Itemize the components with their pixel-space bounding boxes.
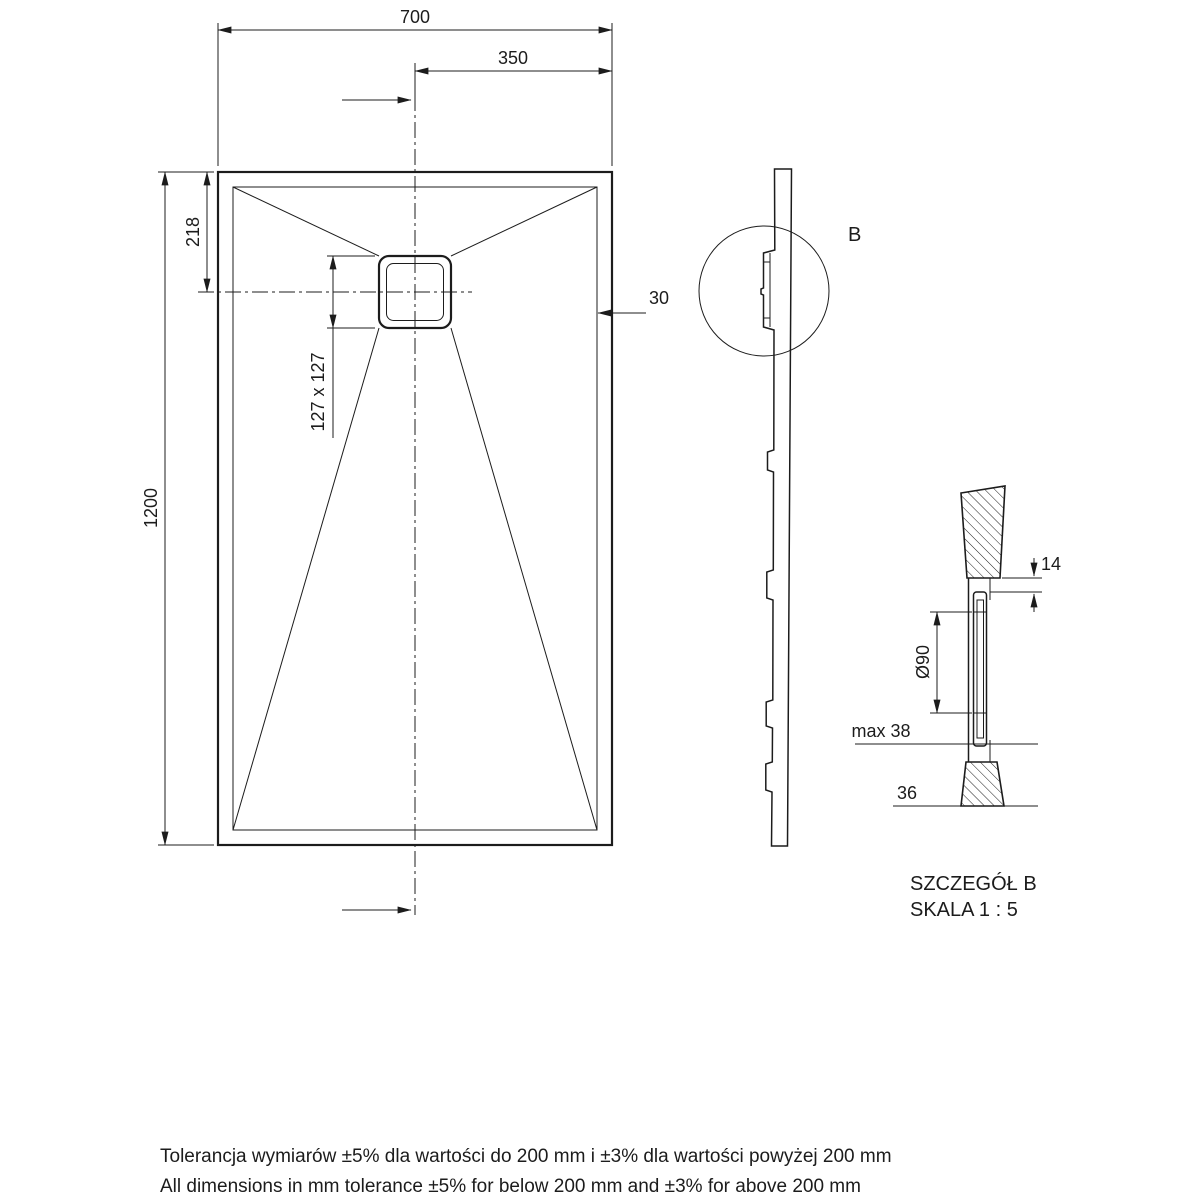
dim-drain-offset: 218 xyxy=(158,171,214,293)
slope-lines xyxy=(232,186,598,831)
detail-marker-label: B xyxy=(848,224,861,246)
drain-flange-inner xyxy=(976,599,984,739)
dim-width-label: 700 xyxy=(400,7,430,27)
detail-view: 14 Ø90 max 38 36 SZCZEGÓŁ B SKALA 1 : 5 xyxy=(851,485,1061,921)
detail-circle-b xyxy=(698,225,830,357)
slope-line xyxy=(450,186,598,257)
dim-thickness: 14 xyxy=(990,554,1061,612)
footer-notes: Tolerancja wymiarów ±5% dla wartości do … xyxy=(160,1146,892,1197)
dim-half-width-label: 350 xyxy=(498,48,528,68)
dim-drain-size-label: 127 x 127 xyxy=(308,352,328,431)
dim-drain-offset-label: 218 xyxy=(183,217,203,247)
side-view: B xyxy=(698,168,861,847)
dim-drain-diameter-label: Ø90 xyxy=(913,645,933,679)
drain-flange xyxy=(972,591,988,747)
dim-length: 1200 xyxy=(141,171,214,846)
detail-caption-scale: SKALA 1 : 5 xyxy=(910,899,1018,921)
drain-boss-detail-lines xyxy=(763,253,771,327)
dim-half-width: 350 xyxy=(414,48,613,108)
dim-base-height-label: 36 xyxy=(897,783,917,803)
tolerance-note-en: All dimensions in mm tolerance ±5% for b… xyxy=(160,1176,861,1197)
dim-rim-label: 30 xyxy=(649,288,669,308)
side-profile xyxy=(760,168,793,847)
dim-thickness-label: 14 xyxy=(1041,554,1061,574)
dim-rim: 30 xyxy=(597,288,669,317)
slope-line xyxy=(450,327,598,831)
slope-line xyxy=(232,327,380,831)
dim-length-label: 1200 xyxy=(141,488,161,528)
dim-max-height: max 38 xyxy=(851,721,1038,745)
detail-caption-title: SZCZEGÓŁ B xyxy=(910,872,1037,895)
dim-drain-size: 127 x 127 xyxy=(308,255,375,438)
slope-line xyxy=(232,186,380,257)
detail-lower-section xyxy=(960,761,1005,807)
drain-flange-section xyxy=(967,578,991,762)
dim-max-height-label: max 38 xyxy=(851,721,910,741)
tolerance-note-pl: Tolerancja wymiarów ±5% dla wartości do … xyxy=(160,1146,892,1167)
dim-width: 700 xyxy=(217,7,613,166)
dim-base-height: 36 xyxy=(893,783,1038,807)
detail-upper-section xyxy=(960,485,1006,579)
dim-drain-diameter: Ø90 xyxy=(913,611,972,714)
plan-view: 700 350 218 127 x 127 1200 xyxy=(141,7,669,915)
